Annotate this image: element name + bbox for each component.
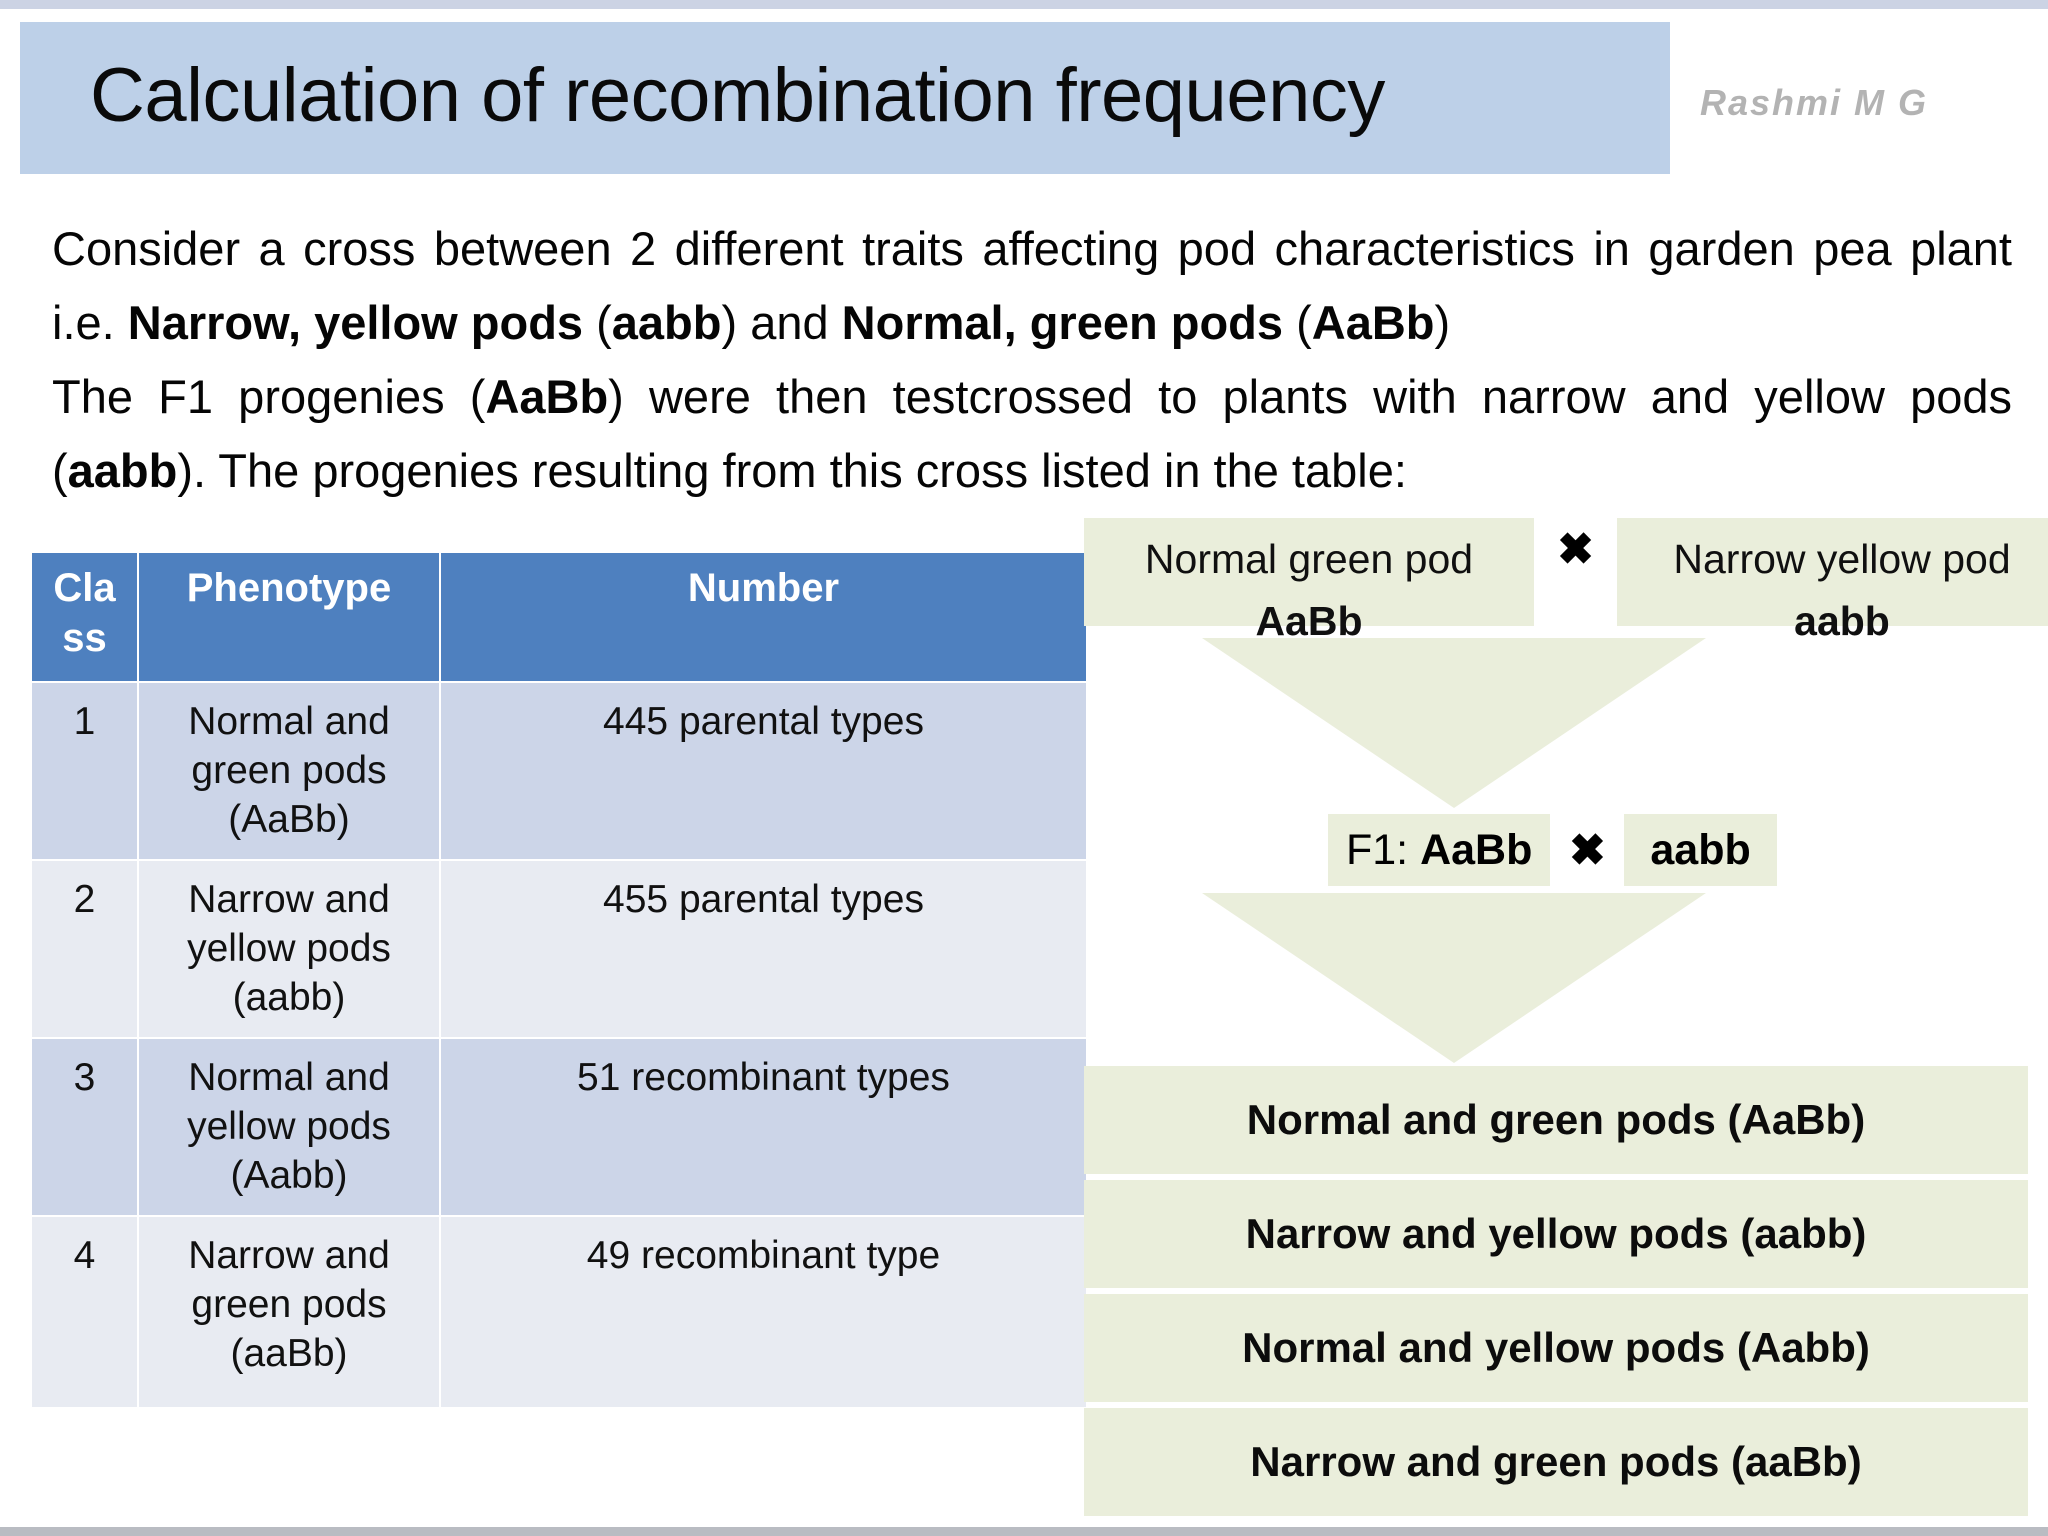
cell-phenotype: Normal and green pods (AaBb) — [137, 681, 441, 861]
parent-right-genotype: aabb — [1794, 598, 1890, 644]
parent-left-box: Normal green pod AaBb — [1084, 518, 1534, 644]
table-row: 4 Narrow and green pods (aaBb) 49 recomb… — [30, 1215, 1088, 1409]
testcross-paragraph: The F1 progenies (AaBb) were then testcr… — [52, 360, 2012, 508]
f1-label: F1: — [1346, 826, 1421, 874]
cell-class: 4 — [30, 1215, 139, 1409]
cell-number: 445 parental types — [439, 681, 1088, 861]
slide-bottom-edge — [0, 1527, 2048, 1536]
parent-right-box: Narrow yellow pod aabb — [1617, 518, 2048, 644]
column-header-phenotype: Phenotype — [137, 551, 441, 683]
column-header-class-label: Class — [53, 566, 116, 660]
table-row: 2 Narrow and yellow pods (aabb) 455 pare… — [30, 859, 1088, 1039]
para1-text-4: ( — [1283, 296, 1312, 349]
f1-genotype: AaBb — [1420, 826, 1533, 874]
f1-genotype-box: F1: AaBb — [1328, 814, 1551, 886]
f1-partner-box: aabb — [1624, 814, 1777, 886]
cell-class: 2 — [30, 859, 139, 1039]
down-arrow-icon — [1202, 638, 1706, 808]
cell-phenotype: Normal and yellow pods (Aabb) — [137, 1037, 441, 1217]
para1-bold-3: Normal, green pods — [841, 296, 1284, 349]
page-title: Calculation of recombination frequency — [90, 53, 1385, 138]
para1-text-3: ) and — [721, 296, 842, 349]
testcross-diagram: Normal green pod AaBb ✖ Narrow yellow po… — [1084, 518, 2048, 1516]
cell-number: 455 parental types — [439, 859, 1088, 1039]
result-box: Narrow and yellow pods (aabb) — [1084, 1180, 2028, 1288]
table-body: 1 Normal and green pods (AaBb) 445 paren… — [30, 681, 1088, 1409]
table-row: 3 Normal and yellow pods (Aabb) 51 recom… — [30, 1037, 1088, 1217]
para1-text-1: Consider a cross between 2 different tra… — [52, 222, 2012, 349]
cell-number: 51 recombinant types — [439, 1037, 1088, 1217]
para2-bold-2: aabb — [67, 444, 178, 497]
cell-class: 3 — [30, 1037, 139, 1217]
para1-bold-4: AaBb — [1311, 296, 1435, 349]
table-header: Class Phenotype Number — [30, 551, 1088, 683]
cell-phenotype: Narrow and yellow pods (aabb) — [137, 859, 441, 1039]
para2-text-1: The F1 progenies ( — [52, 370, 486, 423]
slide-top-edge — [0, 0, 2048, 9]
para1-bold-1: Narrow, yellow pods — [127, 296, 584, 349]
cell-phenotype: Narrow and green pods (aaBb) — [137, 1215, 441, 1409]
cell-class: 1 — [30, 681, 139, 861]
table-row: 1 Normal and green pods (AaBb) 445 paren… — [30, 681, 1088, 861]
author-watermark: Rashmi M G — [1700, 82, 1929, 123]
title-banner — [20, 22, 1670, 174]
result-box: Normal and yellow pods (Aabb) — [1084, 1294, 2028, 1402]
result-box: Normal and green pods (AaBb) — [1084, 1066, 2028, 1174]
column-header-number: Number — [439, 551, 1088, 683]
down-arrow-icon — [1202, 893, 1706, 1063]
para2-bold-1: AaBb — [485, 370, 609, 423]
para2-text-2: ) were then testcrossed to plants with n… — [52, 370, 2013, 497]
para1-text-5: ) — [1434, 296, 1451, 349]
result-box: Narrow and green pods (aaBb) — [1084, 1408, 2028, 1516]
intro-paragraph: Consider a cross between 2 different tra… — [52, 212, 2012, 360]
cell-number: 49 recombinant type — [439, 1215, 1088, 1409]
parent-right-label: Narrow yellow pod — [1673, 536, 2011, 582]
cross-symbol-icon: ✖ — [1568, 825, 1606, 875]
para1-bold-2: aabb — [611, 296, 722, 349]
parent-left-label: Normal green pod — [1144, 536, 1474, 582]
para2-text-3: ). The progenies resulting from this cro… — [177, 444, 1407, 497]
column-header-class: Class — [30, 551, 139, 683]
f1-generation-row: F1: AaBb ✖ aabb — [1328, 814, 1777, 886]
parent-left-genotype: AaBb — [1255, 598, 1363, 644]
table-header-row: Class Phenotype Number — [30, 551, 1088, 683]
para1-text-2: ( — [583, 296, 612, 349]
cross-symbol-icon: ✖ — [1557, 525, 1594, 574]
progeny-table: Class Phenotype Number 1 Normal and gree… — [30, 551, 1088, 1409]
